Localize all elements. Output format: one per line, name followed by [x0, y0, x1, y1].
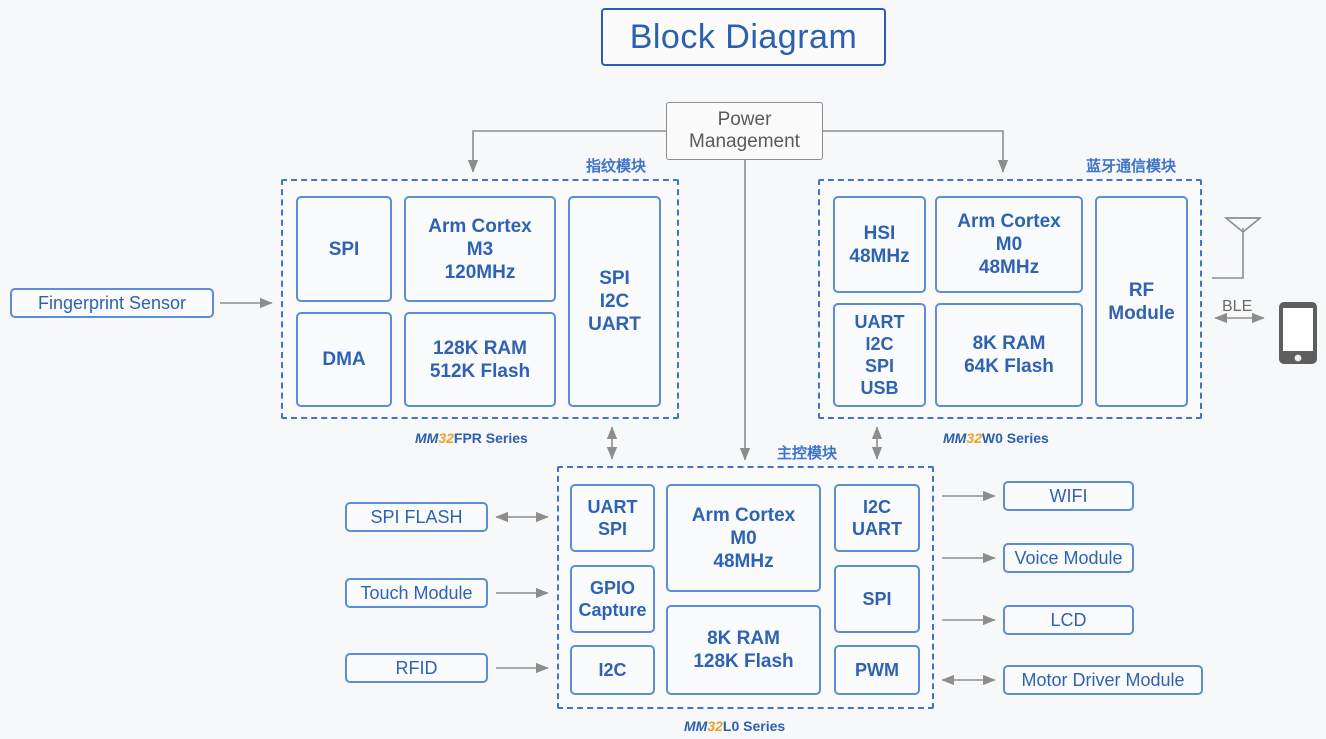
fpr-block-bus: SPI I2C UART [568, 196, 661, 407]
module-fingerprint-series-label: MM32FPR Series [415, 430, 528, 446]
l0-block-i2c-uart-label: I2C UART [852, 497, 902, 539]
series-rest-fpr: FPR Series [453, 430, 528, 446]
peripheral-wifi: WIFI [1003, 481, 1134, 511]
power-management-label: Power Management [689, 109, 800, 152]
wire-power-to-bluetooth [823, 130, 1009, 173]
peripheral-lcd-label: LCD [1050, 609, 1087, 630]
l0-block-uart-spi: UART SPI [570, 484, 655, 552]
ble-link-label: BLE [1222, 298, 1253, 315]
w0-block-rf-module: RF Module [1095, 196, 1188, 407]
w0-block-core: Arm Cortex M0 48MHz [935, 196, 1083, 293]
w0-block-memory: 8K RAM 64K Flash [935, 303, 1083, 407]
peripheral-fingerprint-sensor: Fingerprint Sensor [10, 288, 214, 318]
l0-block-i2c: I2C [570, 645, 655, 695]
l0-block-core: Arm Cortex M0 48MHz [666, 484, 821, 592]
series-mm-w0: MM [943, 430, 967, 446]
series-32-fpr: 32 [438, 430, 454, 446]
module-main-series-label: MM32L0 Series [684, 718, 785, 734]
module-main-cn-label: 主控模块 [777, 445, 838, 462]
series-rest-w0: W0 Series [981, 430, 1049, 446]
l0-block-core-label: Arm Cortex M0 48MHz [691, 504, 796, 572]
peripheral-wifi-label: WIFI [1049, 485, 1088, 506]
peripheral-spi-flash: SPI FLASH [345, 502, 488, 532]
series-32-w0: 32 [966, 430, 982, 446]
peripheral-spi-flash-label: SPI FLASH [370, 506, 463, 527]
power-management-block: Power Management [666, 102, 823, 160]
series-rest-l0: L0 Series [722, 718, 786, 734]
peripheral-lcd: LCD [1003, 605, 1134, 635]
peripheral-voice-module-label: Voice Module [1014, 547, 1123, 568]
module-bluetooth-series-label: MM32W0 Series [943, 430, 1049, 446]
l0-block-gpio-capture: GPIO Capture [570, 565, 655, 633]
w0-block-hsi-label: HSI 48MHz [849, 222, 910, 267]
w0-block-core-label: Arm Cortex M0 48MHz [957, 211, 1061, 278]
l0-block-uart-spi-label: UART SPI [587, 497, 638, 539]
wire-rf-to-antenna [1212, 228, 1244, 279]
series-32-l0: 32 [707, 718, 723, 734]
w0-block-memory-label: 8K RAM 64K Flash [964, 333, 1054, 377]
l0-block-i2c-label: I2C [598, 660, 627, 680]
peripheral-voice-module: Voice Module [1003, 543, 1134, 573]
peripheral-touch-module: Touch Module [345, 578, 488, 608]
l0-block-gpio-capture-label: GPIO Capture [578, 578, 647, 620]
l0-block-spi: SPI [834, 565, 920, 633]
smartphone-icon [1279, 302, 1317, 364]
fpr-block-core: Arm Cortex M3 120MHz [404, 196, 556, 302]
series-mm-l0: MM [684, 718, 708, 734]
peripheral-rfid-label: RFID [395, 657, 438, 678]
fpr-block-spi: SPI [296, 196, 392, 302]
page-title: Block Diagram [601, 8, 886, 66]
peripheral-motor-driver-module-label: Motor Driver Module [1021, 669, 1185, 690]
l0-block-memory: 8K RAM 128K Flash [666, 605, 821, 695]
peripheral-motor-driver-module: Motor Driver Module [1003, 665, 1203, 695]
w0-block-rf-module-label: RF Module [1108, 279, 1175, 324]
w0-block-bus-label: UART I2C SPI USB [854, 312, 905, 398]
fpr-block-bus-label: SPI I2C UART [588, 268, 641, 335]
antenna-icon-shape [1223, 217, 1263, 234]
peripheral-touch-module-label: Touch Module [360, 582, 473, 603]
l0-block-pwm-label: PWM [855, 660, 899, 680]
module-bluetooth-cn-label: 蓝牙通信模块 [1086, 158, 1177, 175]
w0-block-bus: UART I2C SPI USB [833, 303, 926, 407]
peripheral-fingerprint-sensor-label: Fingerprint Sensor [37, 292, 187, 313]
l0-block-pwm: PWM [834, 645, 920, 695]
l0-block-memory-label: 8K RAM 128K Flash [693, 628, 794, 672]
fpr-block-memory-label: 128K RAM 512K Flash [429, 337, 531, 382]
fpr-block-core-label: Arm Cortex M3 120MHz [428, 215, 532, 283]
page-title-text: Block Diagram [629, 17, 858, 56]
module-fingerprint-cn-label: 指纹模块 [586, 158, 647, 175]
series-mm-fpr: MM [415, 430, 439, 446]
l0-block-i2c-uart: I2C UART [834, 484, 920, 552]
peripheral-rfid: RFID [345, 653, 488, 683]
w0-block-hsi: HSI 48MHz [833, 196, 926, 293]
fpr-block-spi-label: SPI [328, 238, 360, 260]
fpr-block-dma: DMA [296, 312, 392, 407]
fpr-block-memory: 128K RAM 512K Flash [404, 312, 556, 407]
fpr-block-dma-label: DMA [322, 349, 366, 370]
l0-block-spi-label: SPI [862, 589, 892, 609]
